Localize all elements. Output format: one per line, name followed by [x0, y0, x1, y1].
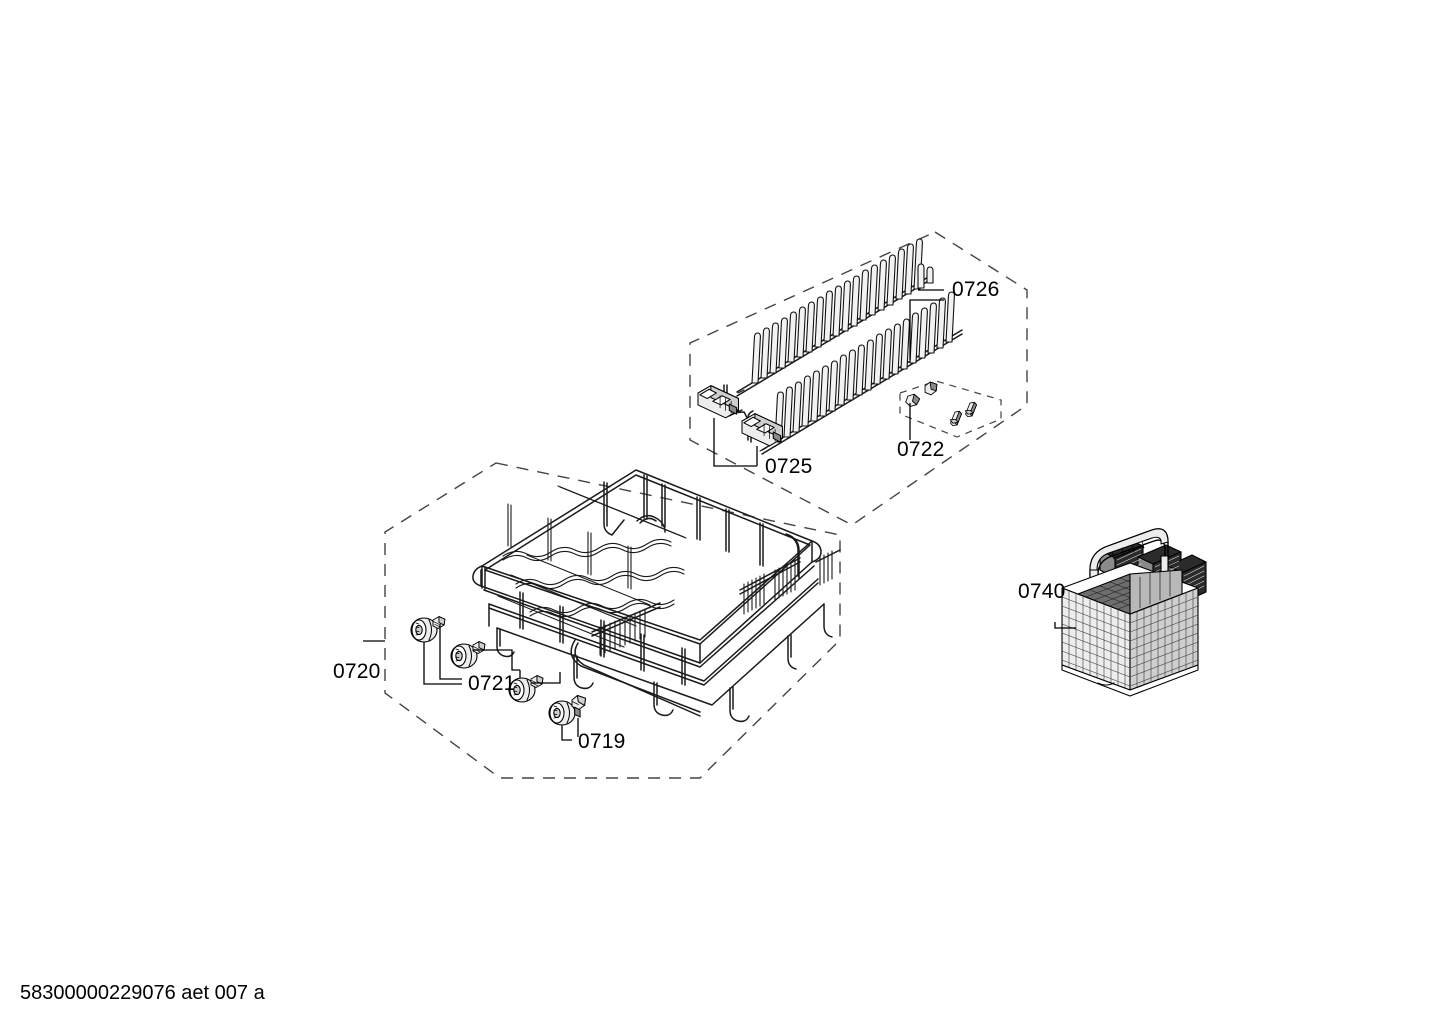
- callout-label-0722: 0722: [897, 438, 945, 461]
- part-0722-clip-4: [963, 399, 978, 419]
- leader-0725: [713, 418, 758, 467]
- group-boundary-lower: [384, 462, 841, 779]
- leader-0721: [423, 624, 561, 685]
- part-0719-stud: [571, 695, 586, 718]
- part-0722-clip-3: [948, 408, 963, 428]
- callout-label-0726: 0726: [952, 278, 1000, 301]
- part-0725-clip-a: [697, 385, 739, 419]
- part-0722-clip-2: [923, 380, 939, 397]
- part-0740-cutlery-basket: [1061, 528, 1207, 697]
- callout-label-0720: 0720: [333, 660, 381, 683]
- part-0720-dish-rack: [472, 469, 841, 723]
- callout-label-0719: 0719: [578, 730, 626, 753]
- part-0721-pin-2: [472, 641, 486, 654]
- callout-label-0725: 0725: [765, 455, 813, 478]
- part-0722-clip-1: [904, 392, 921, 409]
- part-0721-pin-3: [530, 675, 544, 688]
- group-boundary-0722: [899, 380, 1002, 438]
- leader-0719: [561, 718, 579, 741]
- leader-0726: [909, 289, 944, 360]
- callout-label-0721: 0721: [468, 672, 516, 695]
- sheet-caption: 58300000229076 aet 007 a: [20, 982, 266, 1004]
- group-boundary-upper: [689, 231, 1028, 526]
- part-0721-pin-1: [432, 616, 446, 629]
- leader-0740: [1054, 622, 1076, 629]
- part-0719-roller: [548, 700, 576, 726]
- callout-label-0740: 0740: [1018, 580, 1066, 603]
